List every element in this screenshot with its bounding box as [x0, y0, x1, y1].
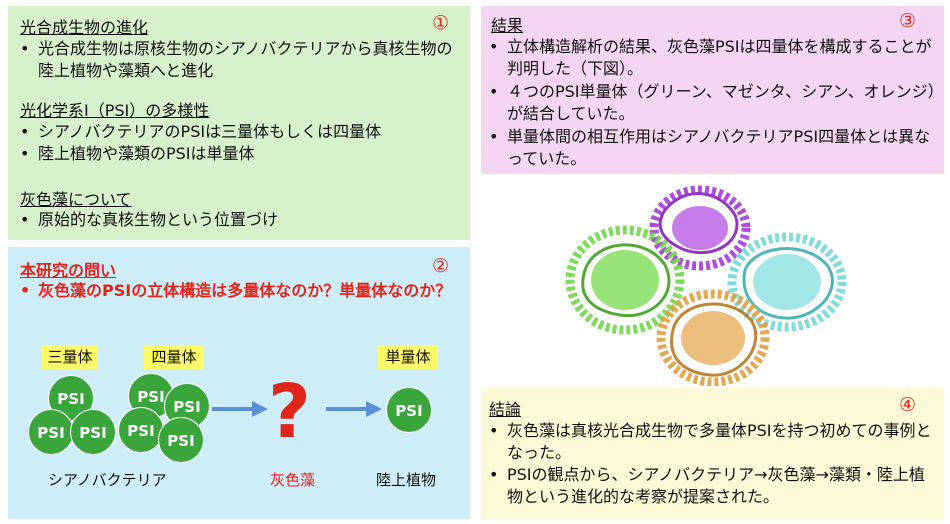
bullet-evolution: 光合成生物は原核生物のシアノバクテリアから真核生物の陸上植物や藻類へと進化 [20, 38, 460, 82]
bullet-plant-psi: 陸上植物や藻類のPSIは単量体 [20, 143, 460, 165]
panel-number-2: ② [432, 255, 450, 277]
psi-trimer-right: PSI [70, 409, 116, 455]
bullet-monomer-colors: ４つのPSI単量体（グリーン、マゼンタ、シアン、オレンジ）が結合していた。 [489, 81, 937, 125]
psi-tetramer-4: PSI [158, 417, 204, 463]
heading-psi-diversity: 光化学系I（PSI）の多様性 [20, 101, 210, 120]
heading-conclusion: 結論 [489, 400, 522, 419]
psi-trimer-left: PSI [28, 409, 74, 455]
panel-results: 結果 ③ 立体構造解析の結果、灰色藻PSIは四量体を構成することが判明した（下図… [481, 6, 944, 174]
bullet-question: 灰色藻のPSIの立体構造は多量体なのか？単量体なのか？ [20, 280, 460, 302]
tag-monomer: 単量体 [378, 345, 438, 369]
arrow-right-icon [326, 401, 382, 417]
heading-glaucophyte: 灰色藻について [20, 190, 132, 209]
panel-number-4: ④ [899, 394, 917, 416]
heading-results: 結果 [491, 16, 524, 35]
caption-cyanobacteria: シアノバクテリア [48, 471, 167, 489]
bullet-evolutionary-insight: PSIの観点から、シアノバクテリア→灰色藻→藻類・陸上植物という進化的な考察が提… [489, 464, 937, 508]
panel-number-3: ③ [899, 10, 917, 32]
panel-conclusion: 結論 ④ 灰色藻は真核光合成生物で多量体PSIを持つ初めての事例となった。 PS… [481, 388, 944, 519]
heading-research-question: 本研究の問い [20, 261, 117, 280]
arrow-right-icon [212, 401, 268, 417]
panel-evolution: 光合成生物の進化 ① 光合成生物は原核生物のシアノバクテリアから真核生物の陸上植… [8, 6, 470, 240]
tag-tetramer: 四量体 [144, 345, 204, 369]
bullet-first-multimer: 灰色藻は真核光合成生物で多量体PSIを持つ初めての事例となった。 [489, 420, 937, 464]
heading-photosynthetic-evolution: 光合成生物の進化 [20, 18, 149, 37]
psi-tetramer-3: PSI [118, 407, 164, 453]
psi-tetramer-structure-image [565, 185, 847, 386]
panel-research-question: 本研究の問い ② 灰色藻のPSIの立体構造は多量体なのか？単量体なのか？ 三量体… [8, 247, 470, 519]
bullet-glaucophyte: 原始的な真核生物という位置づけ [20, 209, 460, 231]
caption-land-plants: 陸上植物 [376, 471, 437, 489]
bullet-cyano-psi: シアノバクテリアのPSIは三量体もしくは四量体 [20, 121, 460, 143]
tag-trimer: 三量体 [42, 345, 98, 369]
panel-number-1: ① [432, 12, 450, 34]
question-mark: ? [268, 369, 311, 455]
psi-monomer: PSI [386, 387, 432, 433]
bullet-interactions: 単量体間の相互作用はシアノバクテリアPSI四量体とは異なっていた。 [489, 126, 937, 170]
bullet-tetramer-result: 立体構造解析の結果、灰色藻PSIは四量体を構成することが判明した（下図）。 [489, 36, 937, 80]
caption-glaucophyte: 灰色藻 [270, 471, 316, 489]
